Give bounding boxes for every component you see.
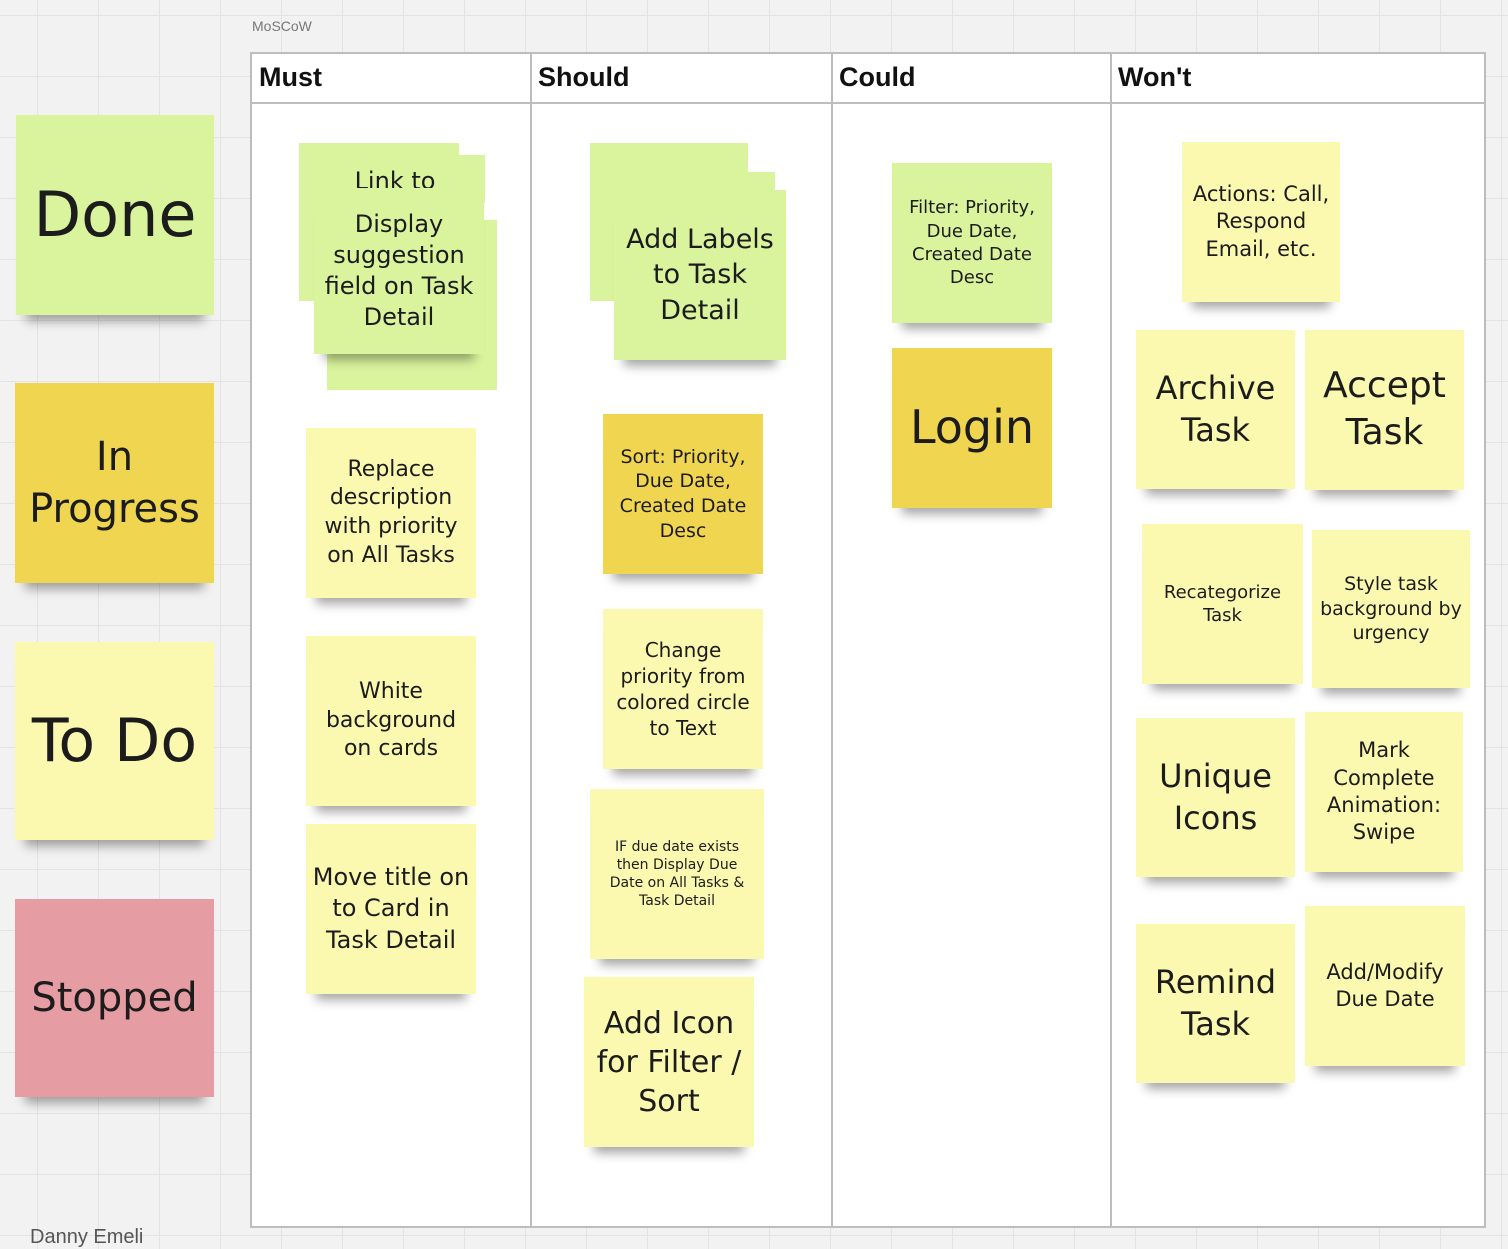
sticky-note-accept-task[interactable]: Accept Task: [1305, 330, 1464, 490]
sticky-note-style-task[interactable]: Style task background by urgency: [1312, 530, 1470, 688]
column-header-should[interactable]: Should: [530, 52, 832, 104]
sticky-note-archive-task[interactable]: Archive Task: [1136, 330, 1295, 489]
column-header-could[interactable]: Could: [831, 52, 1111, 104]
sticky-note-mark-complete[interactable]: Mark Complete Animation: Swipe: [1305, 712, 1463, 872]
sticky-note-display-suggestion[interactable]: Display suggestion field on Task Detail: [314, 188, 484, 354]
sticky-note-login[interactable]: Login: [892, 348, 1052, 508]
footer-author-text: Danny Emeli: [30, 1226, 144, 1248]
sticky-note-add-labels[interactable]: Add Labels to Task Detail: [614, 190, 786, 360]
column-divider: [530, 52, 532, 1228]
column-header-must[interactable]: Must: [251, 52, 531, 104]
legend-to-do[interactable]: To Do: [15, 642, 214, 840]
sticky-note-add-modify-due-date[interactable]: Add/Modify Due Date: [1305, 906, 1465, 1066]
sticky-note-filter[interactable]: Filter: Priority, Due Date, Created Date…: [892, 163, 1052, 323]
sticky-note-due-date-display[interactable]: IF due date exists then Display Due Date…: [590, 789, 764, 959]
legend-stopped[interactable]: Stopped: [15, 899, 214, 1097]
column-divider: [1110, 52, 1112, 1228]
column-header-wont[interactable]: Won't: [1110, 52, 1485, 104]
sticky-note-change-priority[interactable]: Change priority from colored circle to T…: [603, 609, 763, 769]
frame-label: MoSCoW: [252, 18, 312, 34]
sticky-note-recategorize[interactable]: Recategorize Task: [1142, 524, 1303, 684]
legend-in-progress[interactable]: In Progress: [15, 383, 214, 583]
sticky-note-sort[interactable]: Sort: Priority, Due Date, Created Date D…: [603, 414, 763, 574]
sticky-note-white-background[interactable]: White background on cards: [306, 636, 476, 806]
sticky-note-move-title[interactable]: Move title on to Card in Task Detail: [306, 824, 476, 994]
sticky-note-remind-task[interactable]: Remind Task: [1136, 924, 1295, 1083]
sticky-note-unique-icons[interactable]: Unique Icons: [1136, 718, 1295, 877]
sticky-note-actions[interactable]: Actions: Call, Respond Email, etc.: [1182, 142, 1340, 302]
sticky-note-replace-description[interactable]: Replace description with priority on All…: [306, 428, 476, 598]
sticky-note-add-icon[interactable]: Add Icon for Filter / Sort: [584, 977, 754, 1147]
column-divider: [831, 52, 833, 1228]
legend-done[interactable]: Done: [16, 115, 214, 315]
